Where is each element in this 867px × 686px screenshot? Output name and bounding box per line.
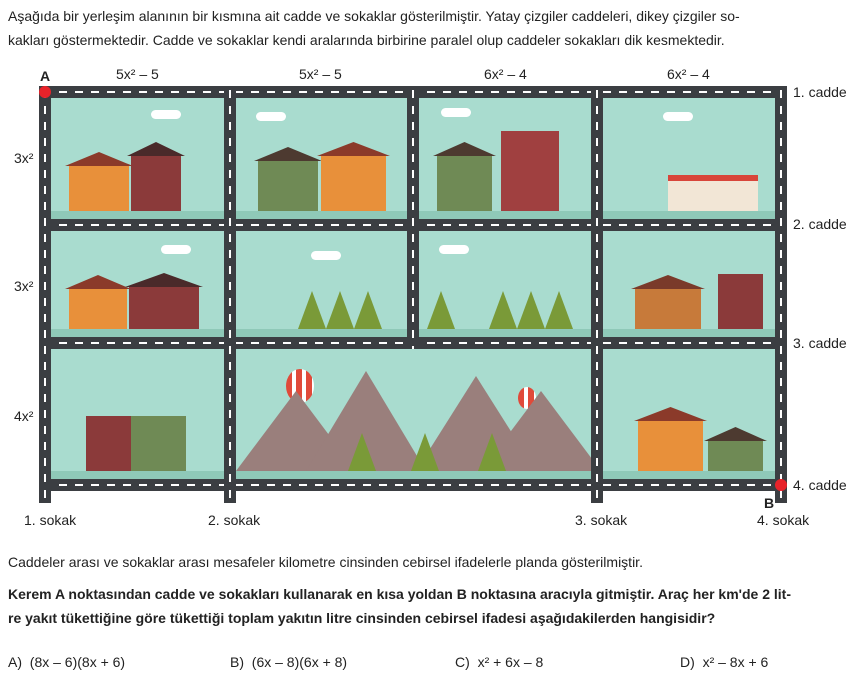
option-b[interactable]: B) (6x – 8)(6x + 8) [230, 650, 347, 674]
block-r3c4 [603, 349, 775, 479]
intro-line-1: Aşağıda bir yerleşim alanının bir kısmın… [8, 8, 740, 24]
length-side-2: 3x² [14, 278, 34, 294]
point-b-marker [775, 479, 787, 491]
length-top-2: 5x² – 5 [299, 66, 342, 82]
cadde-label-2: 2. cadde [793, 216, 847, 232]
info-text: Caddeler arası ve sokaklar arası mesafel… [8, 554, 643, 570]
option-a[interactable]: A) (8x – 6)(8x + 6) [8, 650, 125, 674]
question-line-2: re yakıt tükettiğine göre tükettiği topl… [8, 610, 716, 626]
option-text: (6x – 8)(6x + 8) [251, 654, 348, 670]
block-r2c2 [236, 231, 407, 337]
road-sokak-1 [39, 86, 51, 503]
block-r3-mountains [236, 349, 591, 479]
question-line-1: Kerem A noktasından cadde ve sokakları k… [8, 586, 791, 602]
option-text: (8x – 6)(8x + 6) [29, 654, 126, 670]
option-key: C) [455, 654, 470, 670]
road-sokak-3 [591, 86, 603, 503]
intro-line-2: kakları göstermektedir. Cadde ve sokakla… [8, 32, 725, 48]
block-r1c4 [603, 98, 775, 219]
road-cadde-4 [39, 479, 787, 491]
option-text: x² + 6x – 8 [477, 654, 544, 670]
block-r1c3 [419, 98, 591, 219]
road-sokak-2 [224, 86, 236, 503]
road-inner-sokak [407, 86, 419, 349]
sokak-label-4: 4. sokak [757, 512, 810, 528]
cadde-label-1: 1. cadde [793, 84, 847, 100]
block-r1c2 [236, 98, 407, 219]
point-a-label: A [40, 68, 51, 84]
option-key: A) [8, 654, 22, 670]
block-r2c1 [51, 231, 224, 337]
cadde-label-4: 4. cadde [793, 477, 847, 493]
option-c[interactable]: C) x² + 6x – 8 [455, 650, 543, 674]
sokak-label-3: 3. sokak [575, 512, 628, 528]
cadde-label-3: 3. cadde [793, 335, 847, 351]
option-key: D) [680, 654, 695, 670]
length-side-1: 3x² [14, 150, 34, 166]
option-key: B) [230, 654, 244, 670]
length-top-3: 6x² – 4 [484, 66, 527, 82]
road-sokak-4 [775, 86, 787, 503]
block-r3c1 [51, 349, 224, 479]
option-d[interactable]: D) x² – 8x + 6 [680, 650, 768, 674]
point-b-label: B [764, 495, 775, 511]
length-top-4: 6x² – 4 [667, 66, 710, 82]
block-r2c3 [419, 231, 591, 337]
sokak-label-2: 2. sokak [208, 512, 261, 528]
block-r2c4 [603, 231, 775, 337]
length-side-3: 4x² [14, 408, 34, 424]
length-top-1: 5x² – 5 [116, 66, 159, 82]
sokak-label-1: 1. sokak [24, 512, 77, 528]
option-text: x² – 8x + 6 [702, 654, 769, 670]
block-r1c1 [51, 98, 224, 219]
point-a-marker [39, 86, 51, 98]
